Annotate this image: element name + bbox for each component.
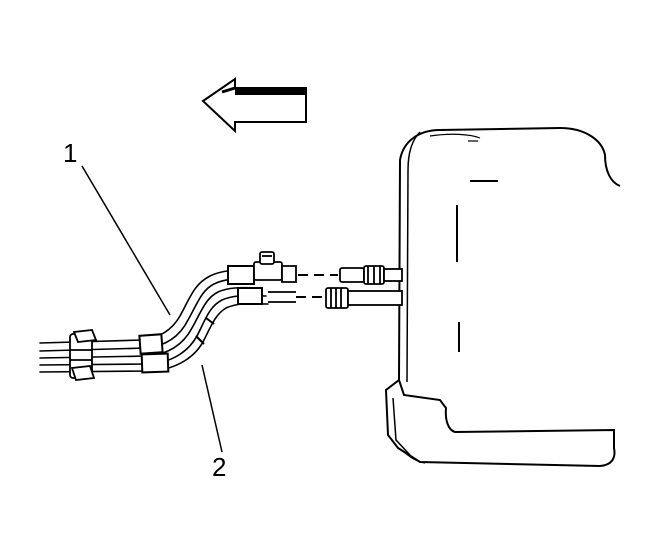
leader-line-1	[81, 165, 171, 316]
alignment-lines	[296, 274, 338, 298]
retaining-clip	[69, 329, 98, 381]
callout-1: 1	[63, 138, 77, 168]
leader-line-2	[201, 364, 223, 453]
upper-quick-connector	[253, 251, 297, 283]
hose-sleeves	[138, 265, 263, 374]
left-arrow-icon	[201, 77, 307, 134]
callout-2: 2	[212, 452, 226, 482]
tank-connectors	[268, 265, 403, 309]
fuel-tank	[384, 126, 621, 468]
leader-lines	[81, 165, 223, 453]
